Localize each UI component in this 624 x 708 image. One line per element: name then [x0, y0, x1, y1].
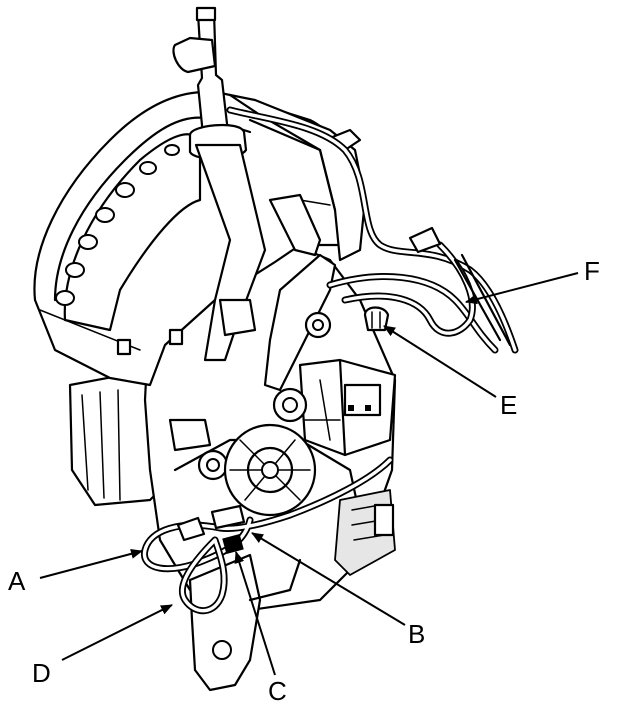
callout-e-label: E	[500, 390, 517, 420]
leader-f	[465, 272, 579, 305]
switch-block	[272, 358, 397, 457]
lower-housing	[68, 228, 397, 612]
detent-disc	[223, 423, 317, 517]
leader-b	[251, 532, 406, 626]
callout-b-label: B	[408, 619, 425, 649]
leader-c	[234, 551, 276, 676]
lock-linkage	[168, 193, 337, 481]
shift-lever-shaft	[172, 6, 267, 362]
callout-d-label: D	[32, 658, 51, 688]
lower-connector	[334, 489, 396, 576]
callout-labels: A B C D E F	[8, 256, 600, 706]
callout-a-label: A	[8, 566, 26, 596]
leader-d	[61, 604, 173, 661]
leader-a	[39, 548, 143, 579]
upper-harness	[226, 106, 519, 354]
leader-e	[383, 325, 497, 398]
shift-gate-panel	[33, 90, 352, 387]
callout-leaders	[39, 272, 579, 676]
mounting-bracket	[188, 553, 302, 692]
callout-c-label: C	[268, 676, 287, 706]
callout-f-label: F	[584, 256, 600, 286]
lower-harness	[141, 456, 394, 615]
